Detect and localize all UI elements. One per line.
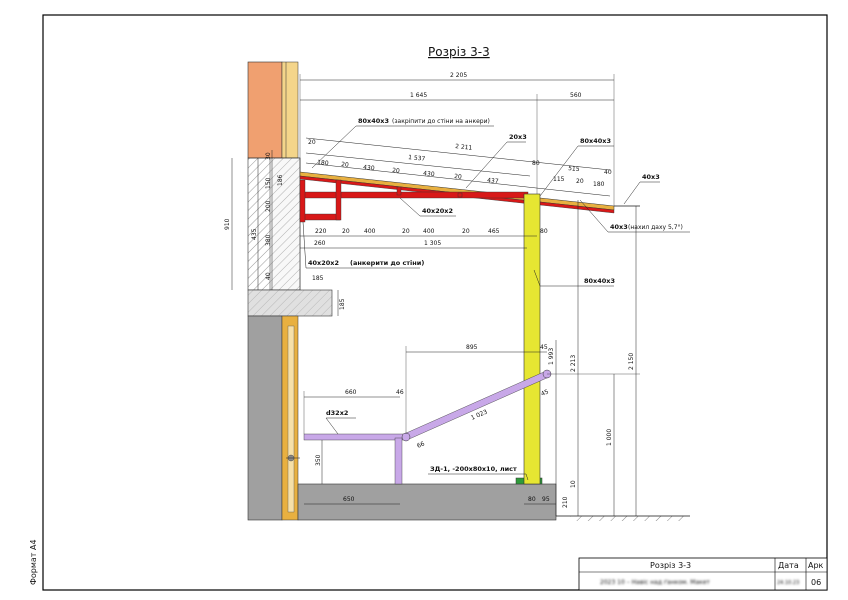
dim-80b: 80 (540, 228, 548, 235)
rail-horizontal (303, 433, 407, 441)
dim-right-span: 560 (570, 92, 582, 99)
drawing-title: Розріз 3-3 (428, 45, 490, 59)
dim-10: 10 (570, 480, 577, 488)
steel-post-short-3 (457, 192, 463, 198)
dim-20a: 20 (341, 161, 349, 169)
dim-20b: 20 (392, 167, 400, 175)
dim-200: 200 (265, 200, 272, 212)
dim-slope-length: 2 211 (455, 143, 473, 152)
dim-2150: 2 150 (628, 353, 635, 370)
dim-1305: 1 305 (424, 240, 441, 247)
concrete-wall-lower (247, 315, 283, 521)
label-grid: 40x20x2 (422, 207, 453, 215)
format-label: Формат А4 (29, 539, 38, 585)
label-post: 80x40x3 (584, 277, 615, 285)
label-edge: 40x3 (642, 173, 660, 181)
dim-20h: 20 (462, 228, 470, 235)
title-block-sheet-number: 06 (811, 578, 821, 587)
dim-80c: 80 (528, 496, 536, 503)
dim-895: 895 (466, 344, 478, 351)
door-frame-inner (287, 325, 295, 513)
dim-80a: 80 (532, 160, 540, 167)
label-plate: ЗД-1, -200x80x10, лист (430, 465, 517, 473)
dim-46: 46 (396, 389, 404, 396)
label-beam-right: 80x40x3 (580, 137, 611, 145)
dim-210: 210 (562, 496, 569, 508)
sheet-frame (42, 14, 828, 591)
dim-220: 220 (315, 228, 327, 235)
dim-45b: 45 (540, 388, 550, 398)
dim-650: 650 (343, 496, 355, 503)
dim-45a: 45 (540, 344, 548, 351)
dim-left-span: 1 645 (410, 92, 427, 99)
dim-260: 260 (314, 240, 326, 247)
ground-slab (297, 483, 557, 521)
dim-2213: 2 213 (570, 355, 577, 372)
dim-115: 115 (553, 176, 565, 183)
label-rafter-top: 80x40x3 (358, 117, 389, 125)
dim-660: 660 (345, 389, 357, 396)
dim-380: 380 (265, 234, 272, 246)
wall-hatched-inner (269, 157, 301, 291)
dim-overall: 2 205 (450, 72, 467, 79)
steel-beam-horizontal (299, 191, 529, 199)
dim-30: 30 (265, 152, 272, 160)
dim-465: 465 (488, 228, 500, 235)
label-brace: 20x3 (509, 133, 527, 141)
dim-350: 350 (315, 454, 322, 466)
brick-wall-upper (247, 61, 283, 159)
title-block (578, 557, 828, 591)
label-slope: 40x3 (610, 223, 628, 231)
rail-post (394, 437, 403, 485)
dim-515: 515 (568, 165, 580, 173)
dim-910: 910 (224, 218, 231, 230)
steel-beam-lower (299, 213, 341, 221)
dim-150: 150 (265, 177, 272, 189)
floor-slab-hatch (248, 290, 332, 316)
dim-437: 437 (487, 177, 499, 185)
dim-20d: 20 (576, 178, 584, 185)
dim-slope-inner: 1 537 (408, 154, 426, 163)
dim-185h: 185 (312, 275, 324, 282)
dim-40a: 40 (604, 169, 612, 176)
wall-hatched-zone (247, 157, 301, 291)
dim-435: 435 (251, 228, 258, 240)
title-block-sheet-label: Арк (808, 561, 824, 570)
dim-95: 95 (542, 496, 550, 503)
label-wall-frame: 40x20x2 (308, 259, 339, 267)
dim-66: 66 (416, 440, 426, 450)
dim-430a: 430 (363, 164, 375, 172)
dim-20g: 20 (402, 228, 410, 235)
dim-400b: 400 (423, 228, 435, 235)
dim-20e: 20 (308, 139, 316, 146)
dim-186: 186 (277, 174, 284, 186)
title-block-name: Розріз 3-3 (650, 561, 691, 570)
title-block-date: 24.10.23 (777, 580, 799, 586)
dim-20c: 20 (454, 173, 462, 181)
dim-430b: 430 (423, 170, 435, 178)
steel-post-short-1 (335, 179, 342, 221)
rail-joint-bottom (401, 432, 411, 442)
dim-40v: 40 (265, 272, 272, 280)
label-rail: d32x2 (326, 409, 348, 417)
dim-400a: 400 (364, 228, 376, 235)
dim-20f: 20 (342, 228, 350, 235)
label-slope-note: (нахил даху 5,7°) (628, 224, 683, 231)
dim-180b: 180 (593, 181, 605, 188)
title-block-date-label: Дата (778, 561, 799, 570)
title-block-project: 2023 10 – Навіс над ґанком. Макет (600, 579, 710, 586)
dim-185v: 185 (339, 298, 346, 310)
dim-180a: 180 (317, 159, 329, 167)
dim-1993: 1 993 (548, 348, 555, 365)
label-rafter-top-note: (закріпити до стіни на анкери) (392, 118, 490, 125)
steel-wall-frame (299, 179, 306, 223)
dim-1000: 1 000 (606, 429, 613, 446)
label-wall-frame-note: (анкерити до стіни) (350, 259, 424, 267)
support-post (523, 193, 541, 485)
wall-insulation-strip (281, 61, 299, 159)
ground-soil (570, 516, 688, 521)
steel-post-short-2 (396, 186, 402, 196)
